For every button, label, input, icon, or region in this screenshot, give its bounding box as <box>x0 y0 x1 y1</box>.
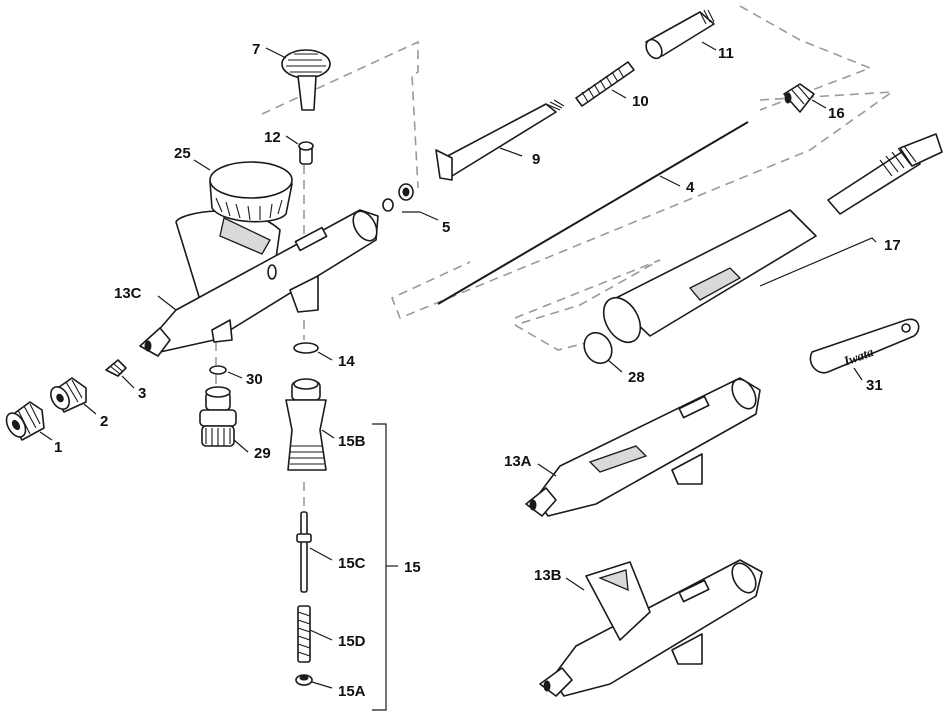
assembly-guide-lines <box>215 5 895 510</box>
part-11-spring-guide <box>645 9 715 60</box>
part-25-cup-lid <box>209 161 293 223</box>
part-10-spring <box>575 61 635 107</box>
part-30-o-ring <box>209 365 227 375</box>
part-15-bracket <box>372 423 398 711</box>
label-9: 9 <box>532 151 540 168</box>
label-28: 28 <box>628 369 645 386</box>
part-16-chucking-nut <box>783 83 815 113</box>
label-10: 10 <box>632 93 649 110</box>
part-labels: 1 2 3 4 5 7 9 10 11 12 13C 14 15 15A 15B… <box>54 41 901 700</box>
label-1: 1 <box>54 439 62 456</box>
label-13a: 13A <box>504 453 532 470</box>
label-15d: 15D <box>338 633 366 650</box>
label-16: 16 <box>828 105 845 122</box>
part-7-main-lever <box>281 49 331 111</box>
label-30: 30 <box>246 371 263 388</box>
label-15: 15 <box>404 559 421 576</box>
label-11: 11 <box>718 45 734 62</box>
part-12-lever-pin <box>298 141 314 165</box>
label-25: 25 <box>174 145 191 162</box>
part-29-air-valve-nipple <box>199 386 237 447</box>
label-2: 2 <box>100 413 108 430</box>
part-13a-body-side-feed <box>525 377 761 517</box>
label-4: 4 <box>686 179 695 196</box>
label-15b: 15B <box>338 433 366 450</box>
label-15a: 15A <box>338 683 366 700</box>
label-14: 14 <box>338 353 355 370</box>
part-1-nozzle-cap <box>5 401 45 441</box>
part-15d-valve-spring <box>297 605 311 663</box>
label-13c: 13C <box>114 285 142 302</box>
part-15b-valve-body <box>285 378 327 471</box>
label-13b: 13B <box>534 567 562 584</box>
part-13c-body-gravity-cup <box>139 209 379 357</box>
part-15c-valve-stem <box>296 511 312 593</box>
label-29: 29 <box>254 445 271 462</box>
part-9-needle-chucking-guide <box>435 99 565 181</box>
leader-lines <box>39 41 863 689</box>
label-3: 3 <box>138 385 146 402</box>
part-15a-valve-guide <box>295 674 313 686</box>
label-5: 5 <box>442 219 450 236</box>
label-31: 31 <box>866 377 883 394</box>
part-4-needle <box>437 121 749 305</box>
part-14-o-ring <box>293 342 319 354</box>
label-12: 12 <box>264 129 281 146</box>
part-31-wrench: Iwata <box>809 318 920 374</box>
part-3-fluid-nozzle <box>105 359 127 377</box>
part-5-needle-packing <box>382 183 414 212</box>
part-2-needle-cap <box>50 377 87 413</box>
part-17-handle <box>602 133 943 344</box>
label-7: 7 <box>252 41 260 58</box>
label-15c: 15C <box>338 555 366 572</box>
part-13b-body-side-cup <box>539 559 763 697</box>
label-17: 17 <box>884 237 901 254</box>
part-28-o-ring <box>583 331 613 365</box>
